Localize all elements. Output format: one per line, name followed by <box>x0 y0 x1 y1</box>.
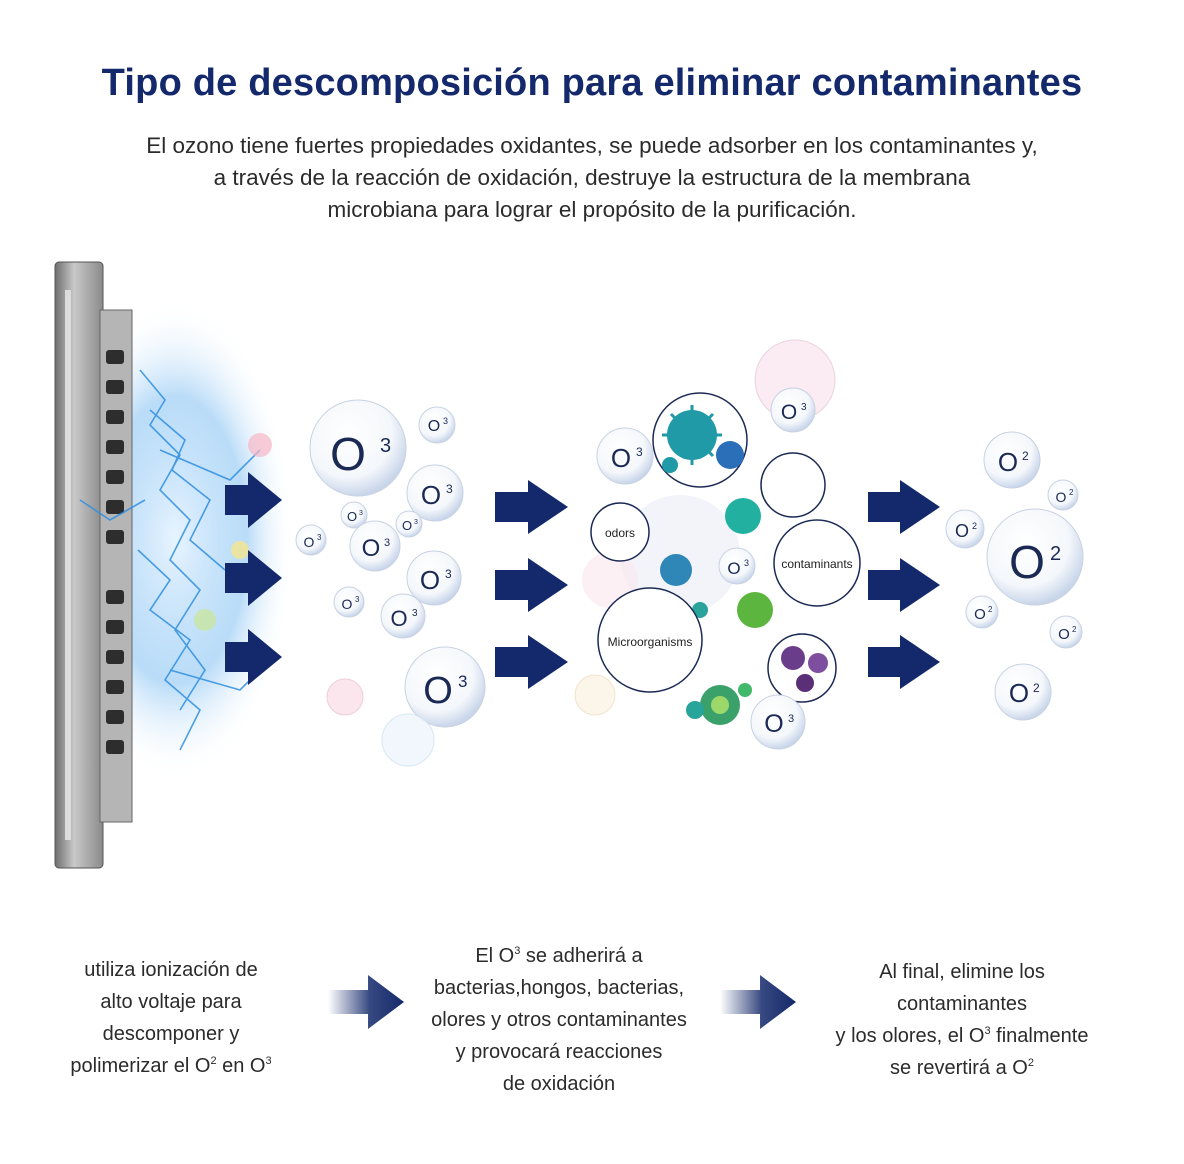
microbe-cluster-icon <box>686 683 752 725</box>
svg-text:3: 3 <box>446 482 453 496</box>
caption-step-3: Al final, elimine los contaminantes y lo… <box>808 956 1116 1084</box>
caption-arrow-1 <box>328 975 404 1029</box>
lightning-effect <box>79 369 271 751</box>
svg-text:O: O <box>423 670 453 712</box>
contaminants-cluster: O 3 O 3 odors <box>574 339 861 750</box>
odors-bubble: odors <box>590 502 650 562</box>
svg-text:O: O <box>330 428 366 480</box>
svg-text:3: 3 <box>317 533 322 542</box>
svg-text:O: O <box>342 596 353 612</box>
svg-text:O: O <box>1009 536 1045 588</box>
svg-text:2: 2 <box>1022 449 1029 463</box>
svg-text:Microorganisms: Microorganisms <box>608 635 693 649</box>
caption-3-line-1: Al final, elimine los <box>879 961 1045 983</box>
green-virus-icon <box>660 498 773 628</box>
svg-text:O: O <box>304 534 315 550</box>
svg-text:O: O <box>974 606 986 623</box>
ozone-process-diagram: O 3 O 3 O 3 O 3 O 3 O 3 O <box>54 261 1084 869</box>
contaminants-bubble: contaminants <box>773 519 861 607</box>
svg-text:O: O <box>781 401 797 424</box>
svg-text:O: O <box>390 606 407 631</box>
caption-step-1: utiliza ionización de alto voltaje para … <box>40 954 302 1082</box>
arrows-to-oxygen <box>868 480 940 689</box>
microorganisms-bubble: Microorganisms <box>597 587 703 693</box>
caption-1-line-3: descomponer y <box>102 1023 240 1045</box>
svg-text:3: 3 <box>801 402 807 413</box>
arrows-to-contaminants <box>495 480 568 689</box>
svg-text:O: O <box>955 521 969 541</box>
svg-text:O: O <box>1058 626 1070 643</box>
caption-3-line-3: y los olores, el O3 finalmente <box>835 1025 1089 1047</box>
svg-text:3: 3 <box>414 519 418 526</box>
svg-text:3: 3 <box>458 672 467 691</box>
caption-2-line-3: olores y otros contaminantes <box>431 1009 687 1031</box>
svg-text:O: O <box>362 535 381 562</box>
svg-text:2: 2 <box>1072 625 1077 634</box>
svg-text:2: 2 <box>1069 488 1074 497</box>
ozone-bubbles: O 3 O 3 O 3 O 3 O 3 O 3 O <box>295 399 486 767</box>
svg-text:2: 2 <box>1033 681 1040 695</box>
svg-text:O: O <box>402 518 412 533</box>
svg-text:O: O <box>764 710 783 738</box>
arrows-to-ozone <box>225 472 282 685</box>
caption-2-line-2: bacterias,hongos, bacterias, <box>433 977 685 999</box>
svg-text:3: 3 <box>788 713 794 725</box>
svg-text:odors: odors <box>605 526 635 540</box>
svg-text:3: 3 <box>355 595 360 604</box>
svg-text:3: 3 <box>744 558 749 568</box>
caption-step-2: El O3 se adherirá a bacterias,hongos, ba… <box>404 940 714 1100</box>
ionizer-device <box>54 261 295 869</box>
bacteria-icon <box>767 633 837 703</box>
svg-text:3: 3 <box>636 445 643 459</box>
svg-text:O: O <box>611 443 631 473</box>
caption-1-line-4: polimerizar el O2 en O3 <box>70 1055 272 1077</box>
caption-1-line-2: alto voltaje para <box>100 991 242 1013</box>
caption-2-line-5: de oxidación <box>502 1073 616 1095</box>
caption-3-line-4: se revertirá a O2 <box>890 1057 1034 1079</box>
caption-2-line-1: El O3 se adherirá a <box>475 945 643 967</box>
svg-text:3: 3 <box>412 608 418 619</box>
subtitle-paragraph: El ozono tiene fuertes propiedades oxida… <box>50 130 1134 226</box>
svg-text:3: 3 <box>443 416 448 426</box>
oxygen-bubbles: O 2 O 2 O 2 O 2 O 2 O 2 O <box>945 431 1084 721</box>
virus-icon <box>652 392 748 488</box>
svg-text:3: 3 <box>359 510 363 517</box>
svg-text:2: 2 <box>972 521 977 531</box>
subtitle-line-2: a través de la reacción de oxidación, de… <box>213 165 971 190</box>
caption-3-line-2: contaminantes <box>896 993 1028 1015</box>
svg-text:contaminants: contaminants <box>781 557 852 571</box>
svg-text:O: O <box>1056 489 1067 505</box>
subtitle-line-1: El ozono tiene fuertes propiedades oxida… <box>146 133 1038 158</box>
svg-text:O: O <box>428 418 440 435</box>
caption-2-line-4: y provocará reacciones <box>455 1041 663 1063</box>
svg-text:2: 2 <box>988 605 993 614</box>
ozone-bubble-large: O 3 <box>309 399 407 497</box>
caption-arrow-2 <box>720 975 796 1029</box>
svg-text:O: O <box>421 480 441 510</box>
svg-text:O: O <box>998 447 1018 477</box>
oxygen-bubble-large: O 2 <box>986 508 1084 606</box>
svg-text:O: O <box>1009 678 1029 708</box>
svg-text:O: O <box>420 565 440 595</box>
svg-text:O: O <box>727 559 740 578</box>
svg-text:2: 2 <box>1050 543 1061 565</box>
svg-text:3: 3 <box>445 567 452 581</box>
svg-text:O: O <box>347 509 357 524</box>
svg-text:3: 3 <box>380 435 391 457</box>
page-title: Tipo de descomposición para eliminar con… <box>101 62 1083 104</box>
svg-text:3: 3 <box>384 537 390 549</box>
subtitle-line-3: microbiana para lograr el propósito de l… <box>327 197 857 222</box>
caption-1-line-1: utiliza ionización de <box>84 959 258 981</box>
